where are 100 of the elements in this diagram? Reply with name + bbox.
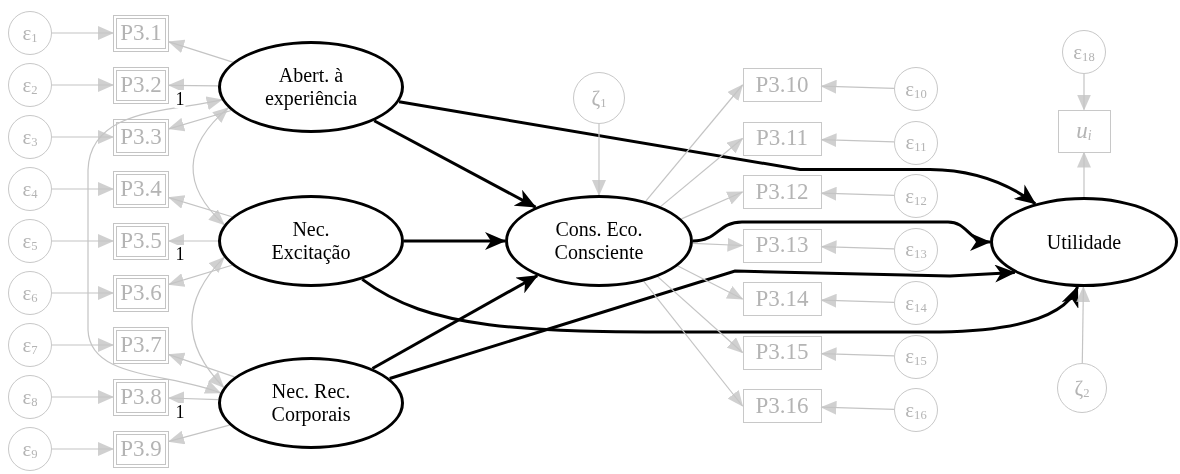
arrow <box>657 276 744 354</box>
error-term-label: ε$_{15}$ <box>905 344 927 369</box>
error-term-label: ε$_{16}$ <box>905 397 927 423</box>
double-headed-arrow <box>191 256 225 389</box>
arrow <box>1076 286 1091 364</box>
indicator-label: P3.3 <box>120 123 162 151</box>
latent-variable-ellipse <box>218 357 404 449</box>
error-term-label: ε$_{11}$ <box>905 130 927 155</box>
arrow <box>51 182 114 196</box>
arrow <box>168 109 232 132</box>
indicator-box <box>742 282 822 316</box>
arrow <box>645 84 744 202</box>
edge-label: 1 <box>174 90 186 108</box>
arrow <box>404 232 506 250</box>
arrow <box>692 237 744 252</box>
indicator-label: u$_{i}$ <box>1076 117 1092 145</box>
indicator-label: P3.7 <box>120 331 162 359</box>
arrow <box>592 123 606 196</box>
latent-variable-ellipse <box>218 195 404 287</box>
error-term-label: ε$_{7}$ <box>22 332 38 358</box>
indicator-label: P3.9 <box>120 435 162 463</box>
indicator-label: P3.8 <box>120 383 162 411</box>
arrow <box>820 240 895 255</box>
indicator-box <box>742 389 822 423</box>
indicator-box <box>113 378 169 416</box>
arrow <box>51 234 114 248</box>
arrow <box>168 78 219 93</box>
arrow <box>820 347 895 362</box>
indicator-box <box>113 66 169 104</box>
arrow <box>820 79 895 94</box>
arrow <box>820 293 895 308</box>
indicator-box <box>113 326 169 364</box>
arrow <box>692 220 991 250</box>
double-headed-arrow <box>87 95 223 395</box>
latent-variable-ellipse <box>218 41 404 133</box>
double-headed-arrow <box>192 107 229 226</box>
indicator-label: P3.1 <box>120 19 162 47</box>
arrow <box>1077 151 1091 198</box>
arrow <box>168 424 230 445</box>
arrow <box>361 278 1079 334</box>
construct-label: Nec. Excitação <box>270 218 352 264</box>
indicator-label: P3.4 <box>120 175 162 203</box>
arrow <box>168 195 233 218</box>
arrow <box>643 280 744 407</box>
construct-label: Utilidade <box>1046 230 1122 254</box>
latent-variable-ellipse <box>990 197 1178 287</box>
arrow <box>680 191 744 220</box>
edge-label: 1 <box>174 245 186 263</box>
indicator-box <box>113 170 169 208</box>
error-term-label: ε$_{8}$ <box>22 384 38 410</box>
indicator-label: P3.13 <box>755 232 809 259</box>
disturbance-label: ζ$_{1}$ <box>591 85 607 111</box>
arrow <box>51 78 114 92</box>
indicator-box <box>1057 109 1111 153</box>
error-term-label: ε$_{3}$ <box>22 124 38 150</box>
disturbance-label: ζ$_{2}$ <box>1074 375 1090 401</box>
indicator-label: P3.10 <box>755 71 809 99</box>
indicator-label: P3.16 <box>755 392 809 420</box>
error-term-label: ε$_{13}$ <box>905 237 927 262</box>
error-term-label: ε$_{18}$ <box>1073 39 1095 65</box>
arrow <box>51 390 114 404</box>
arrow <box>168 39 234 63</box>
construct-label: Abert. à experiência <box>263 64 359 110</box>
indicator-box <box>742 228 822 263</box>
error-term-label: ε$_{9}$ <box>22 436 38 462</box>
arrow <box>51 442 114 456</box>
indicator-label: P3.2 <box>120 71 162 99</box>
indicator-label: P3.6 <box>120 279 162 307</box>
indicator-box <box>113 222 169 260</box>
indicator-label: P3.11 <box>755 125 809 152</box>
arrow <box>168 264 233 287</box>
error-term-label: ε$_{4}$ <box>22 176 38 202</box>
arrow <box>51 26 114 40</box>
error-term-label: ε$_{12}$ <box>905 183 927 209</box>
construct-label: Nec. Rec. Corporais <box>270 380 352 426</box>
indicator-box <box>113 430 169 468</box>
latent-variable-ellipse <box>505 195 693 287</box>
indicator-box <box>113 118 169 156</box>
arrow <box>51 286 114 300</box>
error-term-label: ε$_{2}$ <box>22 72 38 98</box>
arrow <box>677 265 744 300</box>
indicator-box <box>742 175 822 209</box>
arrow <box>820 186 895 201</box>
arrow <box>1077 73 1091 111</box>
arrow <box>820 133 895 148</box>
indicator-box <box>742 335 822 370</box>
indicator-label: P3.14 <box>755 285 809 313</box>
indicator-box <box>742 68 822 102</box>
edge-label: 1 <box>174 403 186 421</box>
arrow <box>660 137 744 207</box>
indicator-box <box>742 121 822 156</box>
error-term-label: ε$_{5}$ <box>22 228 38 254</box>
arrow <box>398 100 1037 205</box>
arrow <box>373 119 537 209</box>
arrow <box>389 264 1016 380</box>
arrow <box>371 274 539 370</box>
indicator-box <box>113 14 169 52</box>
construct-label: Cons. Eco. Consciente <box>553 218 645 264</box>
indicator-label: P3.12 <box>755 178 809 206</box>
disturbance-circle <box>1057 363 1107 413</box>
